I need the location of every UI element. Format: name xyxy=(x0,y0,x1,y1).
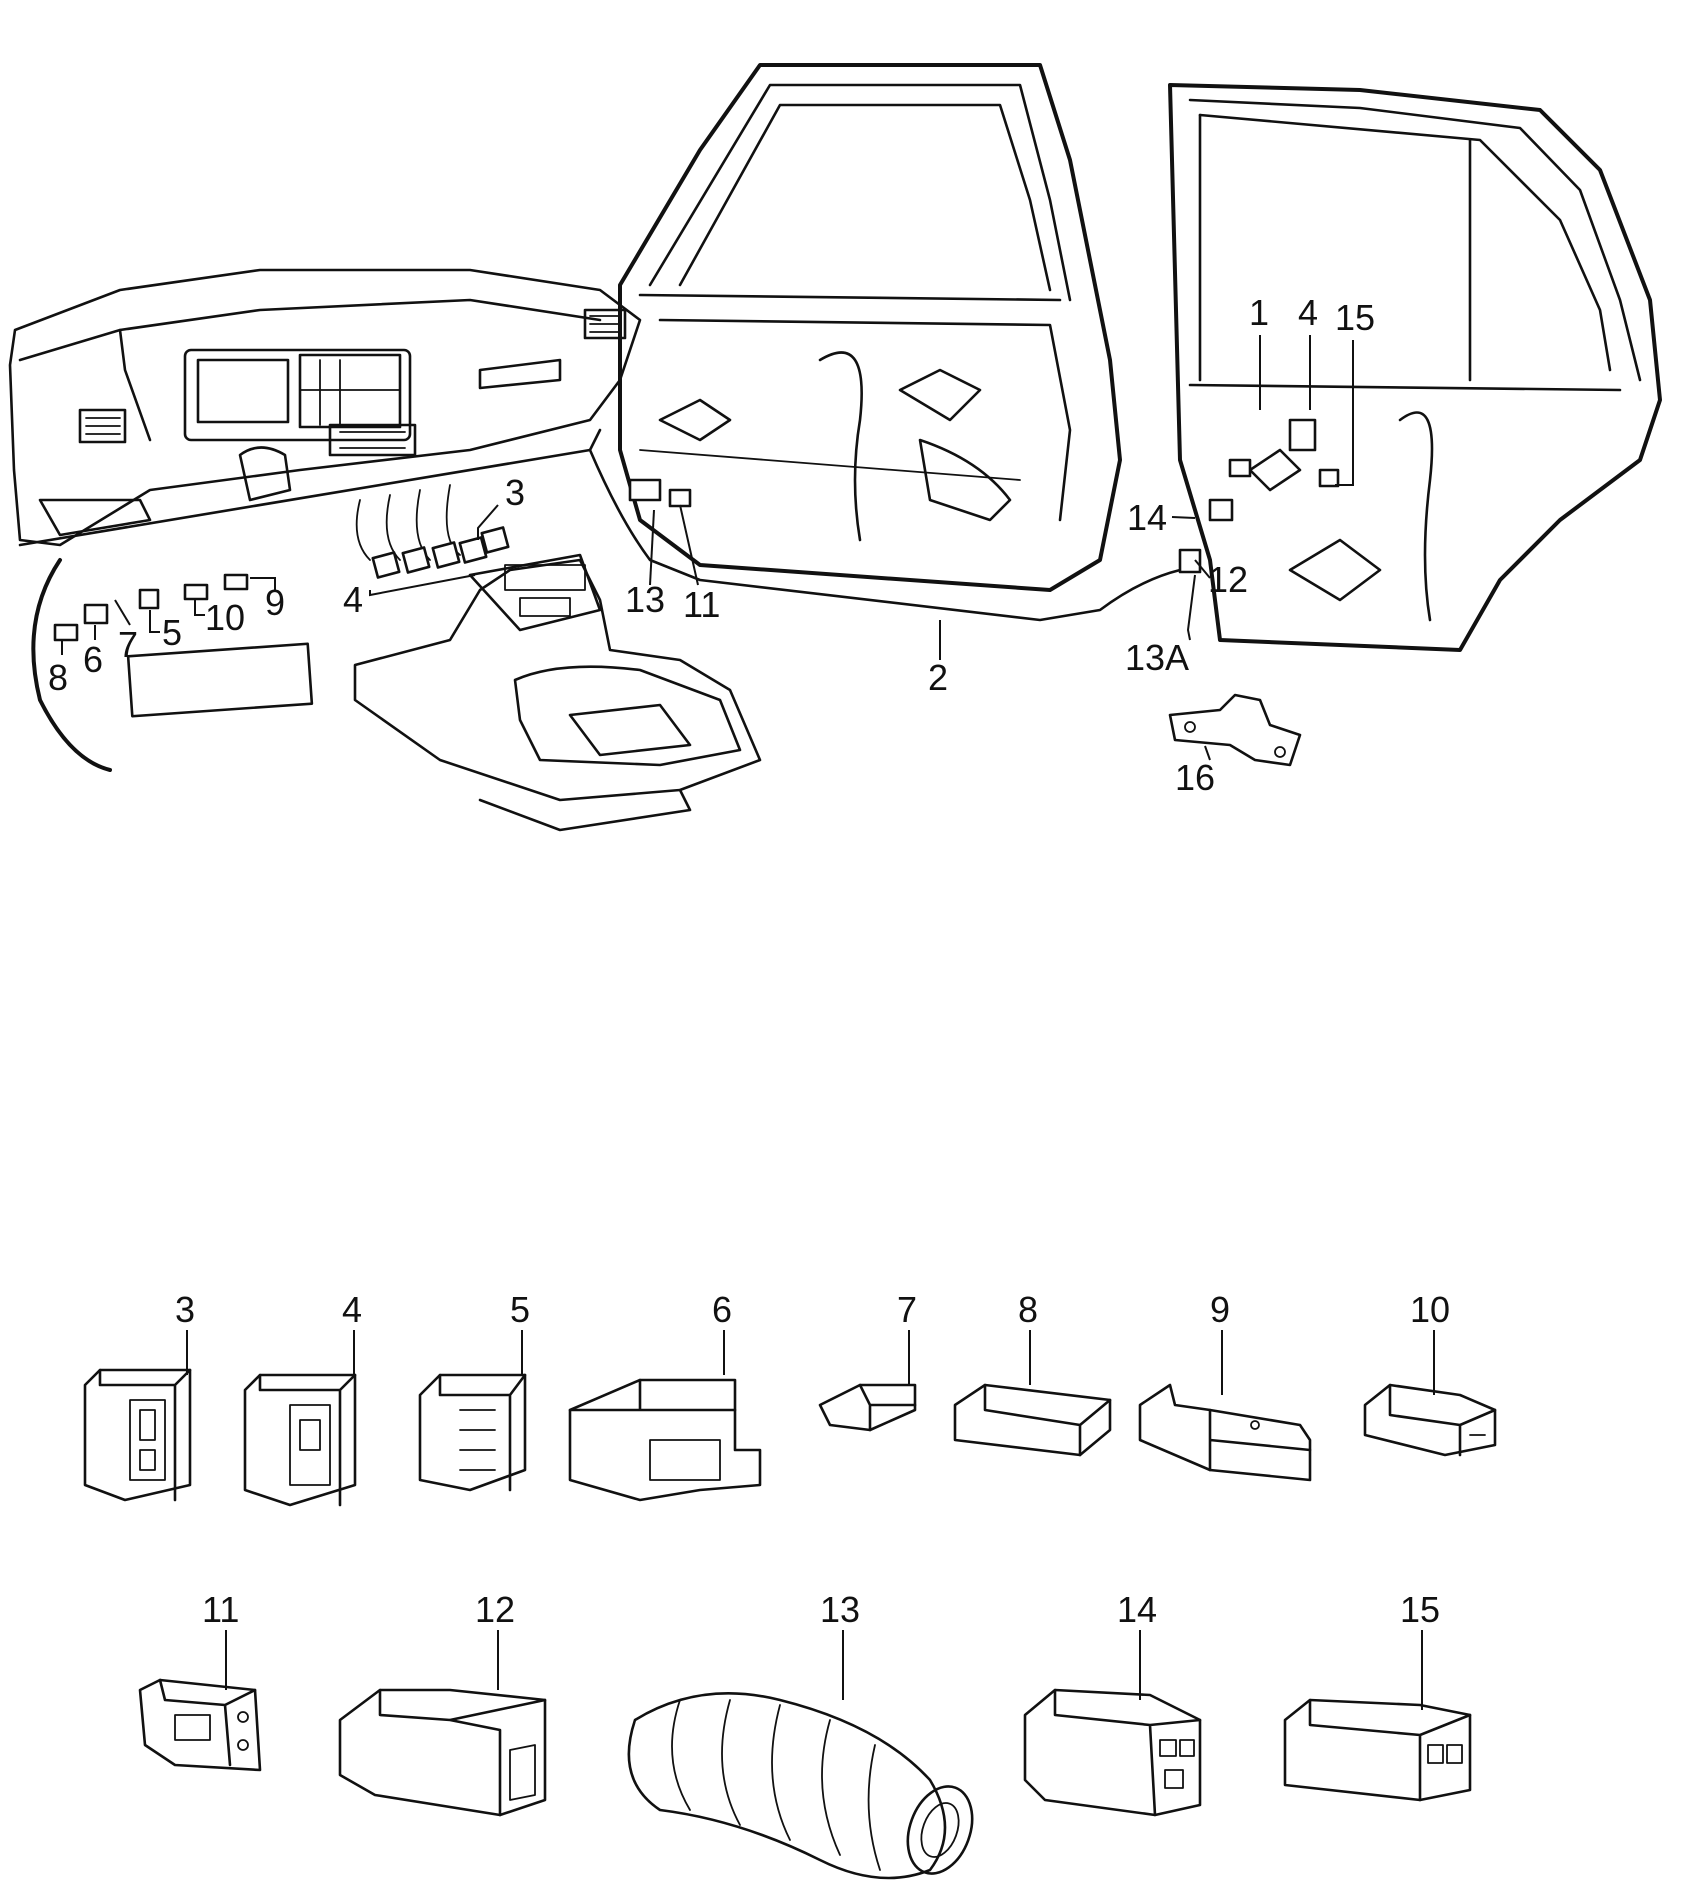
rear-door-illustration xyxy=(1168,83,1662,652)
callout-12: 12 xyxy=(1208,559,1248,600)
wiring-harness xyxy=(31,418,1340,772)
callout-4-dash: 4 xyxy=(343,579,363,620)
part-label-8: 8 xyxy=(1018,1289,1038,1330)
detail-part-14: 14 xyxy=(1023,1589,1202,1817)
part-label-14: 14 xyxy=(1117,1589,1157,1630)
callout-4-rear: 4 xyxy=(1298,292,1318,333)
callout-3: 3 xyxy=(505,472,525,513)
callout-13A: 13A xyxy=(1125,637,1189,678)
front-door-illustration xyxy=(618,63,1122,592)
detail-part-11: 11 xyxy=(138,1589,262,1772)
callout-16: 16 xyxy=(1175,757,1215,798)
detail-part-8: 8 xyxy=(953,1289,1112,1457)
callout-14: 14 xyxy=(1127,497,1167,538)
part-label-3: 3 xyxy=(175,1289,195,1330)
part-label-9: 9 xyxy=(1210,1289,1230,1330)
detail-part-15: 15 xyxy=(1283,1589,1472,1802)
callout-8: 8 xyxy=(48,657,68,698)
detail-part-7: 7 xyxy=(818,1289,917,1432)
callout-13: 13 xyxy=(625,579,665,620)
callout-10: 10 xyxy=(205,597,245,638)
part-label-5: 5 xyxy=(510,1289,530,1330)
callout-5: 5 xyxy=(162,612,182,653)
callout-2: 2 xyxy=(928,657,948,698)
callout-1: 1 xyxy=(1249,292,1269,333)
detail-part-5: 5 xyxy=(418,1289,530,1492)
detail-part-9: 9 xyxy=(1138,1289,1312,1482)
dashboard-illustration xyxy=(8,268,642,547)
detail-part-12: 12 xyxy=(338,1589,547,1817)
detail-part-3: 3 xyxy=(83,1289,195,1502)
detail-part-13: 13 xyxy=(627,1589,974,1880)
upper-callouts: 3 4 13 11 2 13A 12 14 1 4 15 16 8 6 7 5 … xyxy=(48,292,1375,798)
part-label-13: 13 xyxy=(820,1589,860,1630)
callout-15: 15 xyxy=(1335,297,1375,338)
detail-part-6: 6 xyxy=(568,1289,762,1502)
callout-7: 7 xyxy=(118,624,138,665)
part-label-10: 10 xyxy=(1410,1289,1450,1330)
callout-6: 6 xyxy=(83,639,103,680)
center-console-illustration xyxy=(353,553,762,832)
part-label-4: 4 xyxy=(342,1289,362,1330)
callout-11: 11 xyxy=(683,584,720,625)
part-label-11: 11 xyxy=(202,1589,239,1630)
detail-part-10: 10 xyxy=(1363,1289,1497,1457)
detail-part-4: 4 xyxy=(243,1289,362,1507)
part-label-15: 15 xyxy=(1400,1589,1440,1630)
part-label-12: 12 xyxy=(475,1589,515,1630)
part-label-6: 6 xyxy=(712,1289,732,1330)
part-label-7: 7 xyxy=(897,1289,917,1330)
callout-9: 9 xyxy=(265,582,285,623)
bracket-illustration xyxy=(1168,693,1302,767)
